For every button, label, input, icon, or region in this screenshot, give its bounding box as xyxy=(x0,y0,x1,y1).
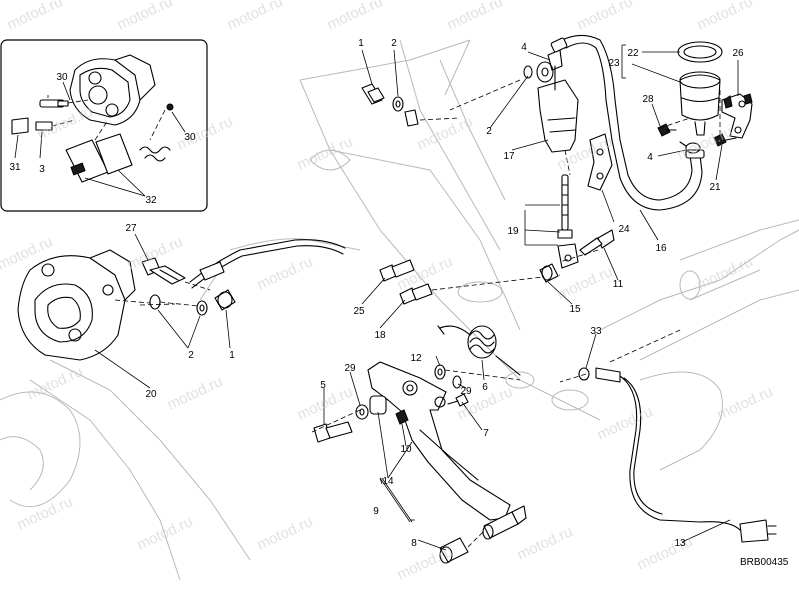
frame-outline xyxy=(0,39,799,581)
watermark-text: motod.ru xyxy=(255,513,316,553)
rear-brake-caliper xyxy=(17,249,151,361)
pedal-pivot-spacer xyxy=(355,395,387,420)
part-number: 1 xyxy=(358,38,364,49)
watermark-text: motod.ru xyxy=(515,523,576,563)
part-number: 12 xyxy=(410,353,422,364)
watermark-text: motod.ru xyxy=(575,0,636,34)
banjo-bolt-1-top xyxy=(361,83,461,127)
part-number: 18 xyxy=(374,330,386,341)
reservoir-bracket-26 xyxy=(721,93,753,139)
watermark-text: motod.ru xyxy=(695,253,756,293)
part-number: 31 xyxy=(9,162,21,173)
watermark-text: motod.ru xyxy=(165,373,226,413)
part-number: 23 xyxy=(608,58,620,69)
watermark-text: motod.ru xyxy=(135,513,196,553)
part-number: 16 xyxy=(655,243,667,254)
part-number: 22 xyxy=(627,48,639,59)
part-number: 14 xyxy=(382,476,394,487)
caliper-washers xyxy=(149,289,236,316)
part-number: 30 xyxy=(56,72,68,83)
part-number: 2 xyxy=(391,38,397,49)
part-number: 29 xyxy=(344,363,356,374)
part-number: 32 xyxy=(145,195,157,206)
part-number: 25 xyxy=(353,306,365,317)
part-number: 6 xyxy=(482,382,488,393)
master-cylinder-17 xyxy=(449,49,579,176)
watermark-text: motod.ru xyxy=(25,363,86,403)
watermark-text: motod.ru xyxy=(115,0,176,34)
part-number: 26 xyxy=(732,48,744,59)
part-number-labels: 1 2 4 22 23 26 28 30 31 3 32 30 2 17 4 2… xyxy=(9,38,744,549)
brake-hose-rear xyxy=(189,239,346,289)
watermark-text: motod.ru xyxy=(635,533,696,573)
caliper-bolt-27 xyxy=(141,257,211,291)
pedal-screw-7 xyxy=(447,393,469,407)
brake-pedal-14 xyxy=(367,361,511,521)
hose-clamp-4 xyxy=(679,141,701,154)
watermark-text: motod.ru xyxy=(5,0,66,34)
part-number: 1 xyxy=(229,350,235,361)
watermark-text: motod.ru xyxy=(595,403,656,443)
part-number: 4 xyxy=(521,42,527,53)
part-number: 2 xyxy=(486,126,492,137)
part-number: 21 xyxy=(709,182,721,193)
watermark-text: motod.ru xyxy=(255,253,316,293)
part-number: 15 xyxy=(569,304,581,315)
assembly-lines xyxy=(139,90,721,433)
part-number: 28 xyxy=(642,94,654,105)
leader-lines xyxy=(94,44,739,551)
part-number: 10 xyxy=(400,444,412,455)
part-number: 4 xyxy=(647,152,653,163)
part-number: 7 xyxy=(483,428,489,439)
part-number: 30 xyxy=(184,132,196,143)
fluid-reservoir-23 xyxy=(677,41,723,136)
part-number: 3 xyxy=(39,164,45,175)
part-number: 20 xyxy=(145,389,157,400)
bolts-11-25-18 xyxy=(379,229,615,305)
reservoir-hose-16 xyxy=(550,34,705,211)
part-number: 11 xyxy=(613,279,624,290)
caliper-detail-inset xyxy=(0,39,208,212)
diagram-reference-code: BRB00435 xyxy=(740,557,789,568)
part-number: 24 xyxy=(618,224,630,235)
watermark-text: motod.ru xyxy=(225,0,286,34)
part-number: 2 xyxy=(188,350,194,361)
screws-28-21 xyxy=(657,123,737,147)
part-number: 8 xyxy=(411,538,417,549)
watermark-text: motod.ru xyxy=(695,0,756,34)
part-number: 13 xyxy=(674,538,686,549)
pedal-spring-6 xyxy=(437,325,521,376)
part-number: 33 xyxy=(590,326,602,337)
watermark-text: motod.ru xyxy=(415,113,476,153)
watermark-text: motod.ru xyxy=(15,493,76,533)
part-number: 5 xyxy=(320,380,326,391)
stop-switch-cable-13 xyxy=(578,329,777,543)
spacer-15 xyxy=(539,263,559,283)
part-number: 19 xyxy=(507,226,519,237)
watermark-text: motod.ru xyxy=(715,383,776,423)
pushrod-19 xyxy=(557,174,579,269)
pivot-bolt-5 xyxy=(313,421,353,443)
pedal-nut-10 xyxy=(395,409,409,425)
watermark-text: motod.ru xyxy=(555,263,616,303)
watermark-text: motod.ru xyxy=(325,0,386,34)
footpeg-rubber-8 xyxy=(439,505,527,564)
part-number: 29 xyxy=(460,386,472,397)
part-number: 9 xyxy=(373,506,379,517)
watermark-text: motod.ru xyxy=(445,0,506,34)
watermark-text: motod.ru xyxy=(35,103,96,143)
part-number: 17 xyxy=(503,151,515,162)
pushrod-bracket-24 xyxy=(587,133,613,191)
part-number: 27 xyxy=(125,223,137,234)
